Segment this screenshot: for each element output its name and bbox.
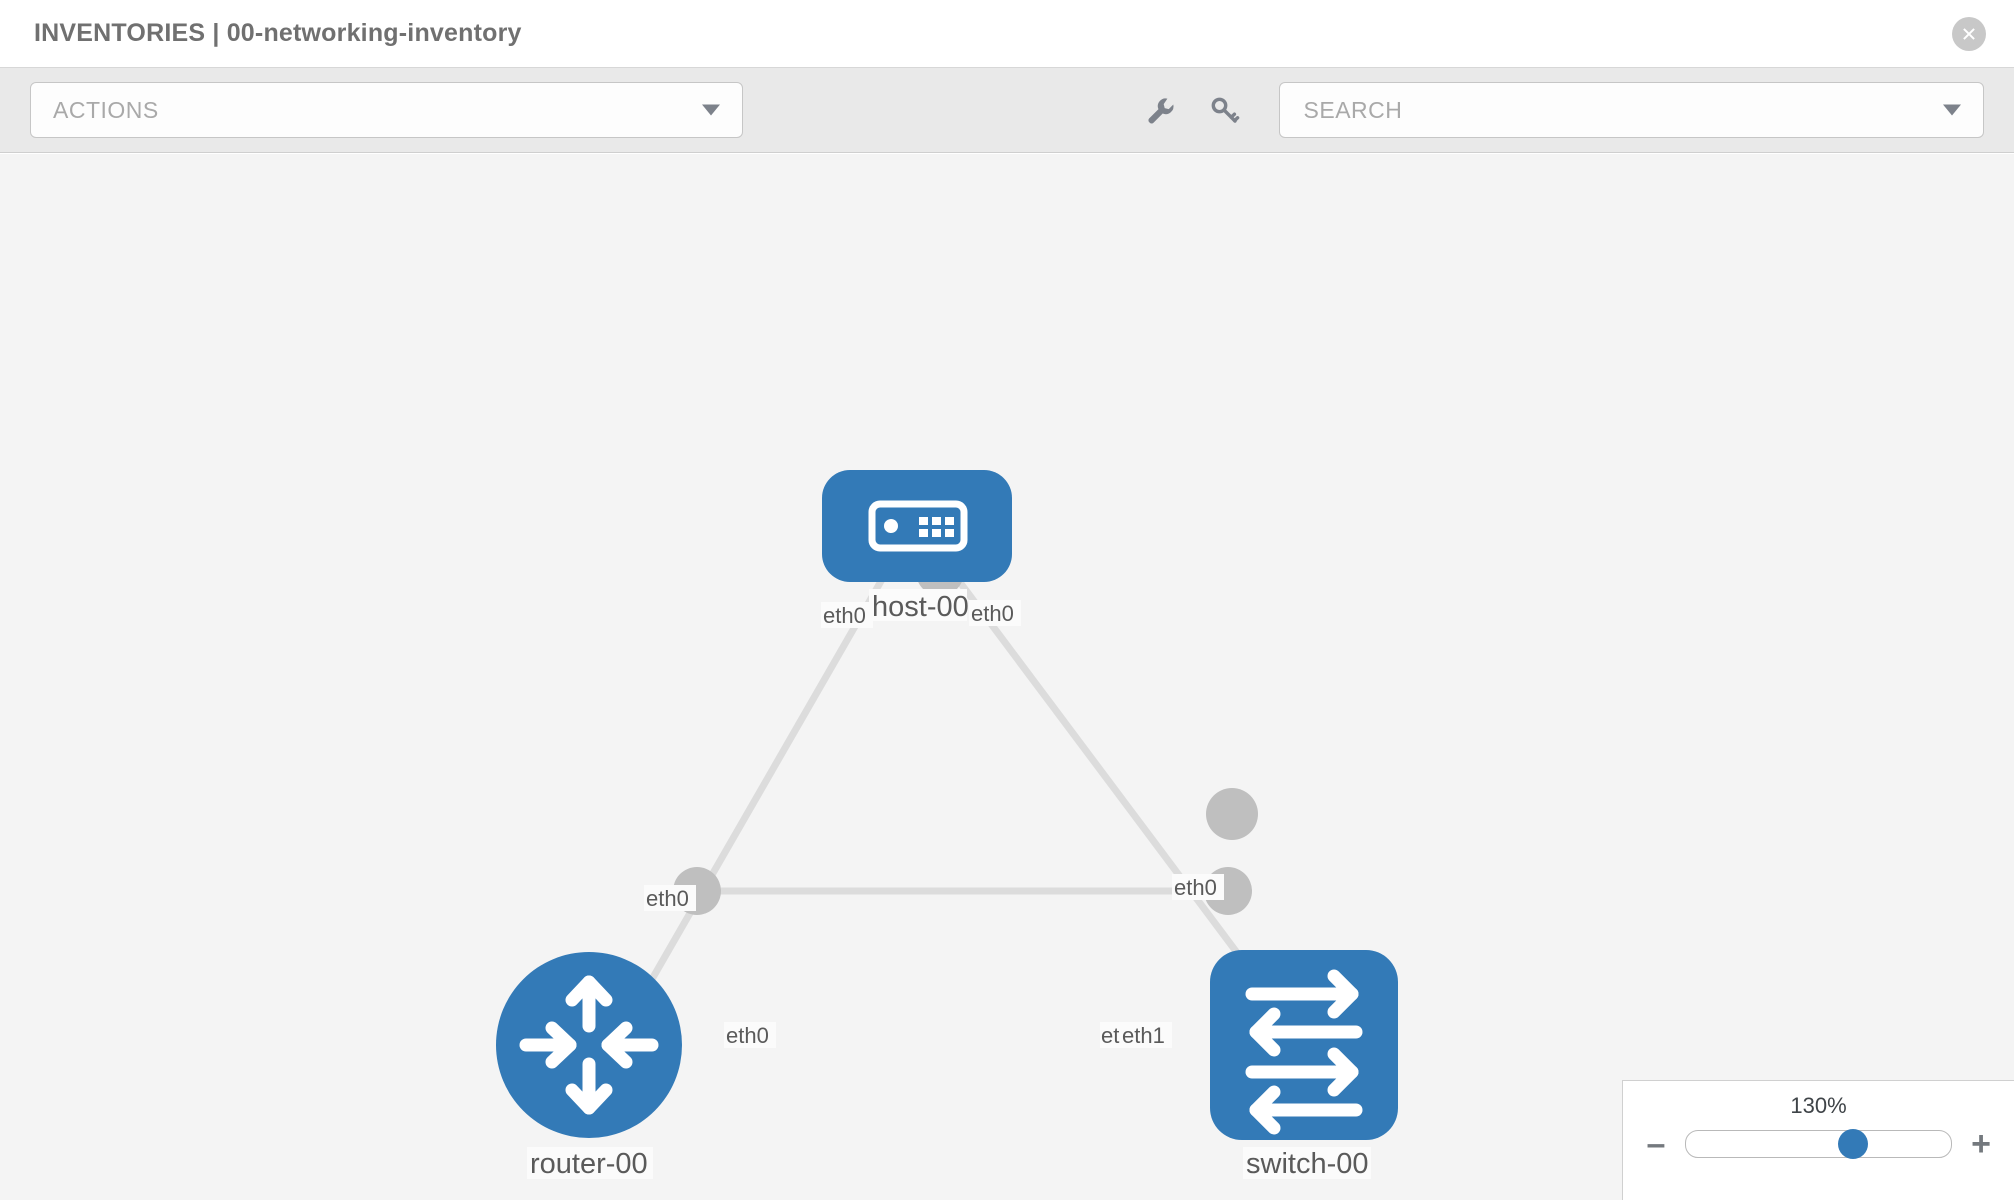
search-field[interactable] xyxy=(1278,82,1984,138)
svg-text:eth1: eth1 xyxy=(1122,1023,1165,1048)
topology-canvas[interactable]: host-00 router-00 xyxy=(0,154,2014,1200)
iface-label-host-left: eth0 xyxy=(821,602,873,628)
node-label-switch-00: switch-00 xyxy=(1246,1148,1369,1180)
actions-dropdown-label: ACTIONS xyxy=(53,96,159,123)
chevron-down-icon xyxy=(701,104,720,116)
iface-label-host-right: eth0 xyxy=(969,600,1021,626)
chevron-down-icon[interactable] xyxy=(1943,104,1961,116)
iface-label-switch-diag: eth0 xyxy=(1172,874,1224,900)
actions-dropdown[interactable]: ACTIONS xyxy=(30,82,743,138)
node-router-00[interactable]: router-00 xyxy=(496,952,682,1180)
server-icon xyxy=(868,500,968,552)
zoom-slider-track[interactable] xyxy=(1685,1129,1952,1159)
page-title: INVENTORIES | 00-networking-inventory xyxy=(34,19,522,47)
node-switch-00[interactable]: switch-00 xyxy=(1210,950,1398,1180)
search-input[interactable] xyxy=(1301,95,1900,125)
page-header: INVENTORIES | 00-networking-inventory xyxy=(0,0,2014,68)
zoom-in-button[interactable]: + xyxy=(1971,1125,1991,1163)
iface-label-router-right: eth0 xyxy=(724,1022,776,1048)
link-host-router[interactable] xyxy=(636,567,892,1002)
wrench-icon xyxy=(1147,98,1174,124)
svg-text:eth0: eth0 xyxy=(1174,875,1217,900)
switch-arrows-icon xyxy=(1245,969,1363,1135)
router-arrows-icon xyxy=(519,975,659,1115)
toolbar: ACTIONS xyxy=(0,68,2014,153)
svg-text:eth0: eth0 xyxy=(646,886,689,911)
wrench-button[interactable] xyxy=(1141,91,1179,129)
svg-text:eth0: eth0 xyxy=(823,603,866,628)
toolbar-icon-group xyxy=(1141,91,1243,129)
svg-text:eth0: eth0 xyxy=(726,1023,769,1048)
node-host-00[interactable]: host-00 xyxy=(822,470,1012,623)
key-button[interactable] xyxy=(1205,91,1243,129)
zoom-slider-row: – + xyxy=(1623,1127,2014,1161)
iface-label-switch-left: eth1 xyxy=(1120,1022,1172,1048)
zoom-slider-thumb[interactable] xyxy=(1837,1129,1868,1159)
zoom-level-value: 130% xyxy=(1790,1093,1847,1118)
close-icon xyxy=(1963,27,1975,40)
node-label-host-00: host-00 xyxy=(872,591,969,623)
node-label-router-00: router-00 xyxy=(530,1148,648,1180)
close-button[interactable] xyxy=(1952,16,1986,51)
iface-label-router-diag: eth0 xyxy=(644,885,696,911)
stub-switch-top xyxy=(1206,788,1258,840)
zoom-out-button[interactable]: – xyxy=(1646,1125,1666,1163)
topology-graph: host-00 router-00 xyxy=(496,470,1398,1180)
svg-text:eth0: eth0 xyxy=(971,601,1014,626)
key-icon xyxy=(1211,97,1239,123)
zoom-control-panel[interactable]: 130% – + xyxy=(1622,1080,2014,1200)
